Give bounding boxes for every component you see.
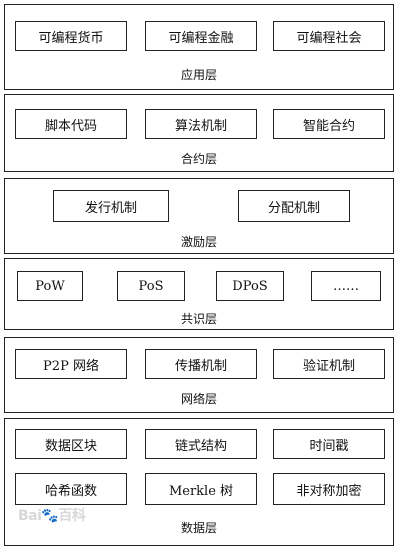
incentive-layer-label: 激励层 xyxy=(180,235,217,249)
network-layer-label: 网络层 xyxy=(180,392,217,406)
script-code-box: 脚本代码 xyxy=(15,109,127,139)
contract-layer: 脚本代码 算法机制 智能合约 合约层 xyxy=(4,94,394,172)
merkle-tree-box: Merkle 树 xyxy=(145,473,257,505)
consensus-layer: PoW PoS DPoS …… 共识层 xyxy=(4,258,394,330)
contract-layer-label: 合约层 xyxy=(180,152,217,166)
algorithm-mechanism-box: 算法机制 xyxy=(145,109,257,139)
issuance-mechanism-box: 发行机制 xyxy=(53,190,169,222)
consensus-layer-label: 共识层 xyxy=(180,312,217,326)
programmable-currency-box: 可编程货币 xyxy=(15,21,127,51)
dpos-box: DPoS xyxy=(216,271,284,301)
verification-mechanism-box: 验证机制 xyxy=(273,349,385,379)
programmable-society-box: 可编程社会 xyxy=(273,21,385,51)
data-layer-label: 数据层 xyxy=(180,521,217,535)
chain-structure-box: 链式结构 xyxy=(145,429,257,459)
data-block-box: 数据区块 xyxy=(15,429,127,459)
application-layer: 可编程货币 可编程金融 可编程社会 应用层 xyxy=(4,4,394,90)
application-layer-label: 应用层 xyxy=(180,68,217,82)
data-layer: 数据区块 链式结构 时间戳 哈希函数 Merkle 树 非对称加密 数据层 xyxy=(4,418,394,546)
network-layer: P2P 网络 传播机制 验证机制 网络层 xyxy=(4,337,394,413)
pow-box: PoW xyxy=(17,271,83,301)
distribution-mechanism-box: 分配机制 xyxy=(238,190,350,222)
timestamp-box: 时间戳 xyxy=(273,429,385,459)
smart-contract-box: 智能合约 xyxy=(273,109,385,139)
incentive-layer: 发行机制 分配机制 激励层 xyxy=(4,178,394,254)
programmable-finance-box: 可编程金融 xyxy=(145,21,257,51)
pos-box: PoS xyxy=(117,271,185,301)
hash-function-box: 哈希函数 xyxy=(15,473,127,505)
baidu-watermark: Bai🐾百科 xyxy=(18,508,86,524)
propagation-mechanism-box: 传播机制 xyxy=(145,349,257,379)
asymmetric-encryption-box: 非对称加密 xyxy=(273,473,385,505)
ellipsis-box: …… xyxy=(311,271,381,301)
p2p-network-box: P2P 网络 xyxy=(15,349,127,379)
